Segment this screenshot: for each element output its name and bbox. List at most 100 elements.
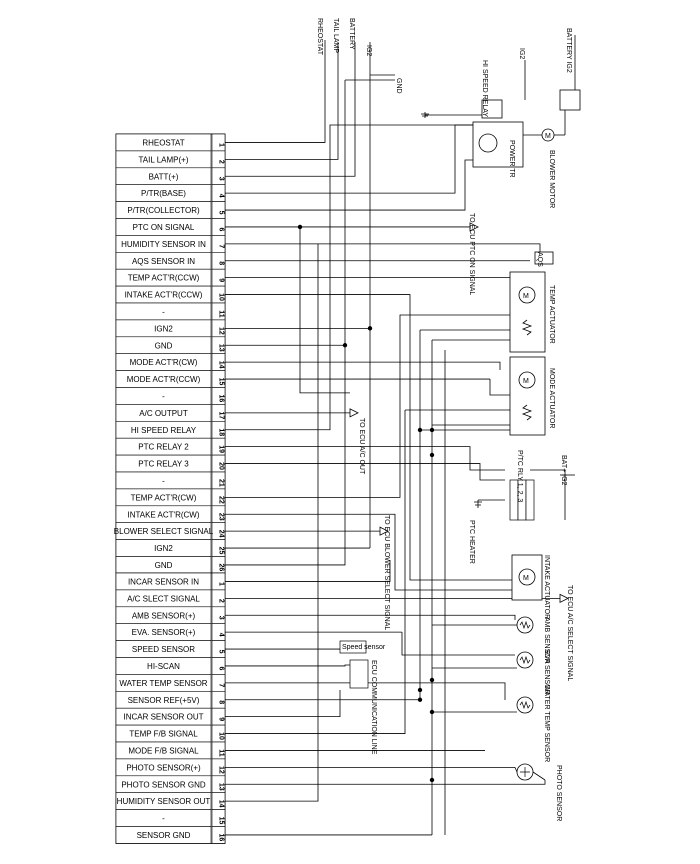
pin-number: 21 [218, 479, 225, 487]
pin-number: 3 [218, 177, 225, 181]
label-to-ecu-ac-select: TO ECU A/C SELECT SIGNAL [566, 585, 573, 681]
pin-label: PTC ON SIGNAL [133, 223, 195, 232]
label-amb-sensor: AMB SENSOR [543, 617, 550, 664]
mode-pot-icon [521, 404, 533, 421]
wire-amb [225, 614, 516, 620]
aqs-box [534, 251, 554, 265]
ecu-comm-box [349, 659, 369, 689]
pin-number: 4 [218, 194, 225, 198]
pin-number: 16 [218, 834, 225, 842]
pin-label: INCAR SENSOR IN [128, 577, 199, 586]
pin-number: 4 [218, 633, 225, 637]
mode-actuator-box [509, 356, 546, 436]
wire-hi-scan [225, 664, 360, 667]
pin-number: 1 [218, 582, 225, 586]
pin-label: A/C SLECT SIGNAL [127, 594, 200, 603]
pin-label: TEMP ACT'R(CCW) [128, 274, 200, 283]
transistor-icon [478, 133, 498, 153]
label-power-tr: POWER TR [508, 140, 515, 178]
pin-cell [115, 826, 212, 844]
pin-label: IGN2 [154, 544, 173, 553]
pin-number: 2 [218, 160, 225, 164]
label-blower-motor: BLOWER MOTOR [548, 150, 555, 208]
wire-intake-cw [225, 513, 520, 591]
wire-photo-gnd [225, 780, 546, 785]
label-battery: BATTERY [348, 18, 355, 50]
pin-label: A/C OUTPUT [139, 409, 188, 418]
pin-number: 8 [218, 700, 225, 704]
temp-motor-icon [518, 286, 536, 304]
wire-humidity-out [225, 243, 319, 802]
label-mode-actuator: MODE ACTUATOR [548, 368, 555, 428]
wire-battery [225, 42, 356, 177]
pin-number: 11 [218, 310, 225, 318]
temp-actuator-box [509, 271, 546, 353]
blower-motor-icon [541, 128, 555, 142]
pin-label: MODE ACT'R(CCW) [127, 375, 201, 384]
wire-eva2 [401, 632, 515, 656]
pin-label: GND [155, 561, 173, 570]
ground-icon [474, 500, 482, 508]
pin-label: SENSOR REF(+5V) [128, 696, 200, 705]
label-temp-actuator: TEMP ACTUATOR [548, 285, 555, 344]
pin-label: RHEOSTAT [142, 138, 184, 147]
label-ptc-heater: PTC HEATER [468, 520, 475, 564]
pin-label: AMB SENSOR(+) [132, 611, 196, 620]
pin-label: GND [155, 341, 173, 350]
wire-mode-cw [225, 361, 501, 370]
label-to-ecu-blower: TO ECU BLOWER SELECT SIGNAL [383, 515, 390, 630]
pin-label: SPEED SENSOR [132, 645, 195, 654]
speed-sensor-label: Speed sensor [342, 644, 386, 651]
pin-label: INCAR SENSOR OUT [123, 713, 203, 722]
pin-number: 3 [218, 616, 225, 620]
wire-incar-in [225, 560, 391, 582]
pin-label: TEMP ACT'R(CW) [131, 493, 197, 502]
speed-sensor-box [339, 640, 367, 654]
label-hi-speed-relay: HI SPEED RELAY [481, 60, 488, 117]
pin-label: - [162, 307, 165, 316]
wires [225, 35, 576, 836]
pin-label: TAIL LAMP(+) [138, 155, 188, 164]
pin-label: - [162, 814, 165, 823]
photo-diode-symbol [520, 767, 530, 777]
pin-label: PTC RELAY 3 [138, 460, 189, 469]
junction-dot [429, 777, 435, 783]
pin-label: WATER TEMP SENSOR [119, 679, 207, 688]
pin-label: TEMP F/B SIGNAL [129, 730, 198, 739]
label-aqs: AQS [536, 252, 543, 267]
label-gnd: GND [395, 78, 402, 94]
pin-number: 9 [218, 717, 225, 721]
pin-label: AQS SENSOR IN [132, 257, 195, 266]
pin-number: 13 [218, 783, 225, 791]
pin-number: 10 [218, 732, 225, 740]
label-to-ecu-ac-out: TO ECU A/C OUT [358, 418, 365, 475]
pin-number: 10 [218, 293, 225, 301]
pin-label: SENSOR GND [137, 831, 191, 840]
label-ig2: IG2 [365, 45, 372, 56]
pin-number: 24 [218, 530, 225, 538]
ecu-arrow [379, 526, 389, 536]
fuse-box [559, 89, 581, 111]
wire-mode-ccw2 [489, 379, 510, 396]
hi-speed-relay-box [481, 99, 503, 119]
temp-pot-icon [521, 319, 533, 336]
wire-rheostat [225, 40, 326, 143]
pin-label: MODE ACT'R(CW) [130, 358, 198, 367]
pin-label: INTAKE ACT'R(CW) [127, 510, 199, 519]
motor-symbol: M [523, 293, 529, 300]
intake-motor-icon [518, 568, 536, 586]
pin-label: PHOTO SENSOR GND [121, 780, 206, 789]
pin-label: P/TR(COLLECTOR) [127, 206, 200, 215]
wire-ptr-collector [225, 159, 490, 211]
pin-label: P/TR(BASE) [141, 189, 186, 198]
pin-number: 5 [218, 211, 225, 215]
label-photo-sensor: PHOTO SENSOR [555, 765, 562, 821]
motor-symbol: M [523, 575, 529, 582]
junction-dot [367, 326, 373, 331]
pin-label: PTC RELAY 2 [138, 443, 189, 452]
wire-temp-fb [225, 410, 406, 734]
pin-number: 22 [218, 496, 225, 504]
junction-dot [417, 687, 423, 693]
